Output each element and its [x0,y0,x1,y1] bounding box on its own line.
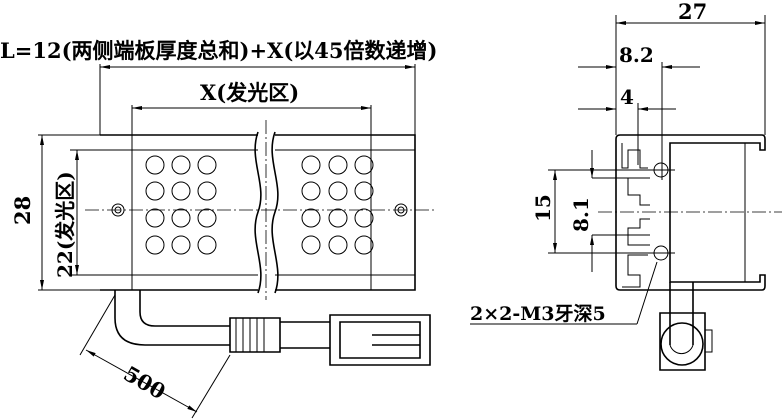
emitting-height-label: 22(发光区) [53,171,77,278]
led-icon [145,155,165,175]
led-icon [197,181,217,201]
profile-slots [621,143,746,288]
dim-8-1-label: 8.1 [569,197,593,232]
leader-line [636,261,658,325]
break-line-left [254,131,262,294]
mounting-bracket [659,282,706,371]
screw-inner [114,206,122,214]
front-view: L=12(两侧端板厚度总和)+X(以45倍数递增) X(发光区) 28 22(发… [0,38,437,419]
led-icon [145,181,165,201]
hole-note-label: 2×2-M3牙深5 [470,302,606,325]
led-icon [328,181,348,201]
break-line-right [271,131,279,294]
bracket-knob [660,322,704,366]
screw-icon [111,203,125,217]
dim-4-label: 4 [620,85,634,109]
led-icon [145,235,165,255]
width-label: 27 [678,0,707,24]
led-icon [301,208,321,228]
led-icon [301,181,321,201]
led-icon [354,208,374,228]
led-icon [145,208,165,228]
led-icon [171,208,191,228]
led-icon [197,235,217,255]
side-view: 27 8.2 4 15 8.1 2×2-M3牙深5 [470,0,782,371]
led-icon [328,208,348,228]
led-icon [197,208,217,228]
led-icon [328,155,348,175]
led-icon [171,235,191,255]
cable-length-dimension-line [85,349,198,413]
profile-outline [615,134,766,291]
led-icon [354,235,374,255]
led-icon [171,181,191,201]
led-icon [171,155,191,175]
led-icon [328,235,348,255]
led-icon [301,235,321,255]
connector [229,314,431,366]
led-icon [354,155,374,175]
dim-8-2-label: 8.2 [619,43,654,67]
led-array [145,155,374,255]
light-body-inner-lines [100,135,415,290]
emitting-width-label: X(发光区) [200,80,299,105]
extension-line [191,354,231,419]
cable [114,290,230,346]
length-formula-label: L=12(两侧端板厚度总和)+X(以45倍数递增) [0,38,437,63]
bracket-detail [669,329,713,354]
led-icon [354,181,374,201]
screw-inner [397,206,405,214]
led-icon [197,155,217,175]
cable-length-label: 500 [120,361,170,405]
connector-grip [235,318,265,352]
height-label: 28 [10,196,35,225]
light-body-outline [100,134,416,291]
dim-15-label: 15 [531,194,555,222]
extension-line [79,294,116,356]
led-icon [301,155,321,175]
screw-icon [394,203,408,217]
